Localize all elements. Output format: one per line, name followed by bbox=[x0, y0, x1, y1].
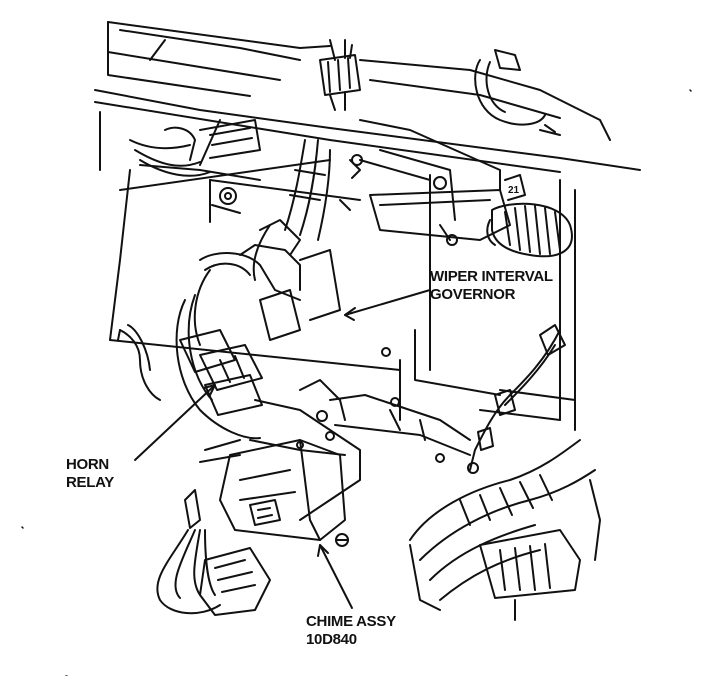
lower-left-connector bbox=[156, 489, 271, 616]
wiper-label-line-2: GOVERNOR bbox=[430, 286, 516, 303]
horn-label-line-1: HORN bbox=[66, 456, 109, 473]
wiper-governor-module: 21 bbox=[369, 174, 526, 246]
center-harness bbox=[284, 139, 363, 241]
leader-lines bbox=[134, 289, 431, 609]
horn-relay-cluster bbox=[175, 219, 341, 440]
column-support bbox=[249, 379, 471, 521]
lower-right-harness bbox=[409, 439, 601, 621]
chime-assembly bbox=[199, 439, 349, 547]
wiper-interval-governor-label: WIPER INTERVAL GOVERNOR bbox=[430, 268, 553, 304]
svg-text:21: 21 bbox=[508, 185, 520, 196]
horn-label-line-2: RELAY bbox=[66, 474, 114, 491]
horn-relay-label: HORN RELAY bbox=[66, 456, 114, 492]
left-harness bbox=[117, 119, 261, 401]
right-wire-connector bbox=[467, 324, 566, 474]
chime-assy-label: CHIME ASSY 10D840 bbox=[306, 613, 396, 649]
upper-frame bbox=[94, 21, 641, 371]
chime-label-line-2: 10D840 bbox=[306, 631, 357, 648]
top-connector bbox=[319, 39, 361, 111]
scan-marks bbox=[21, 89, 692, 677]
chime-label-line-1: CHIME ASSY bbox=[306, 613, 396, 630]
upper-harness-loop bbox=[474, 49, 561, 136]
wiper-label-line-1: WIPER INTERVAL bbox=[430, 268, 553, 285]
right-structure bbox=[479, 179, 576, 431]
governor-connector bbox=[486, 202, 573, 258]
bracket-panel bbox=[359, 119, 501, 421]
